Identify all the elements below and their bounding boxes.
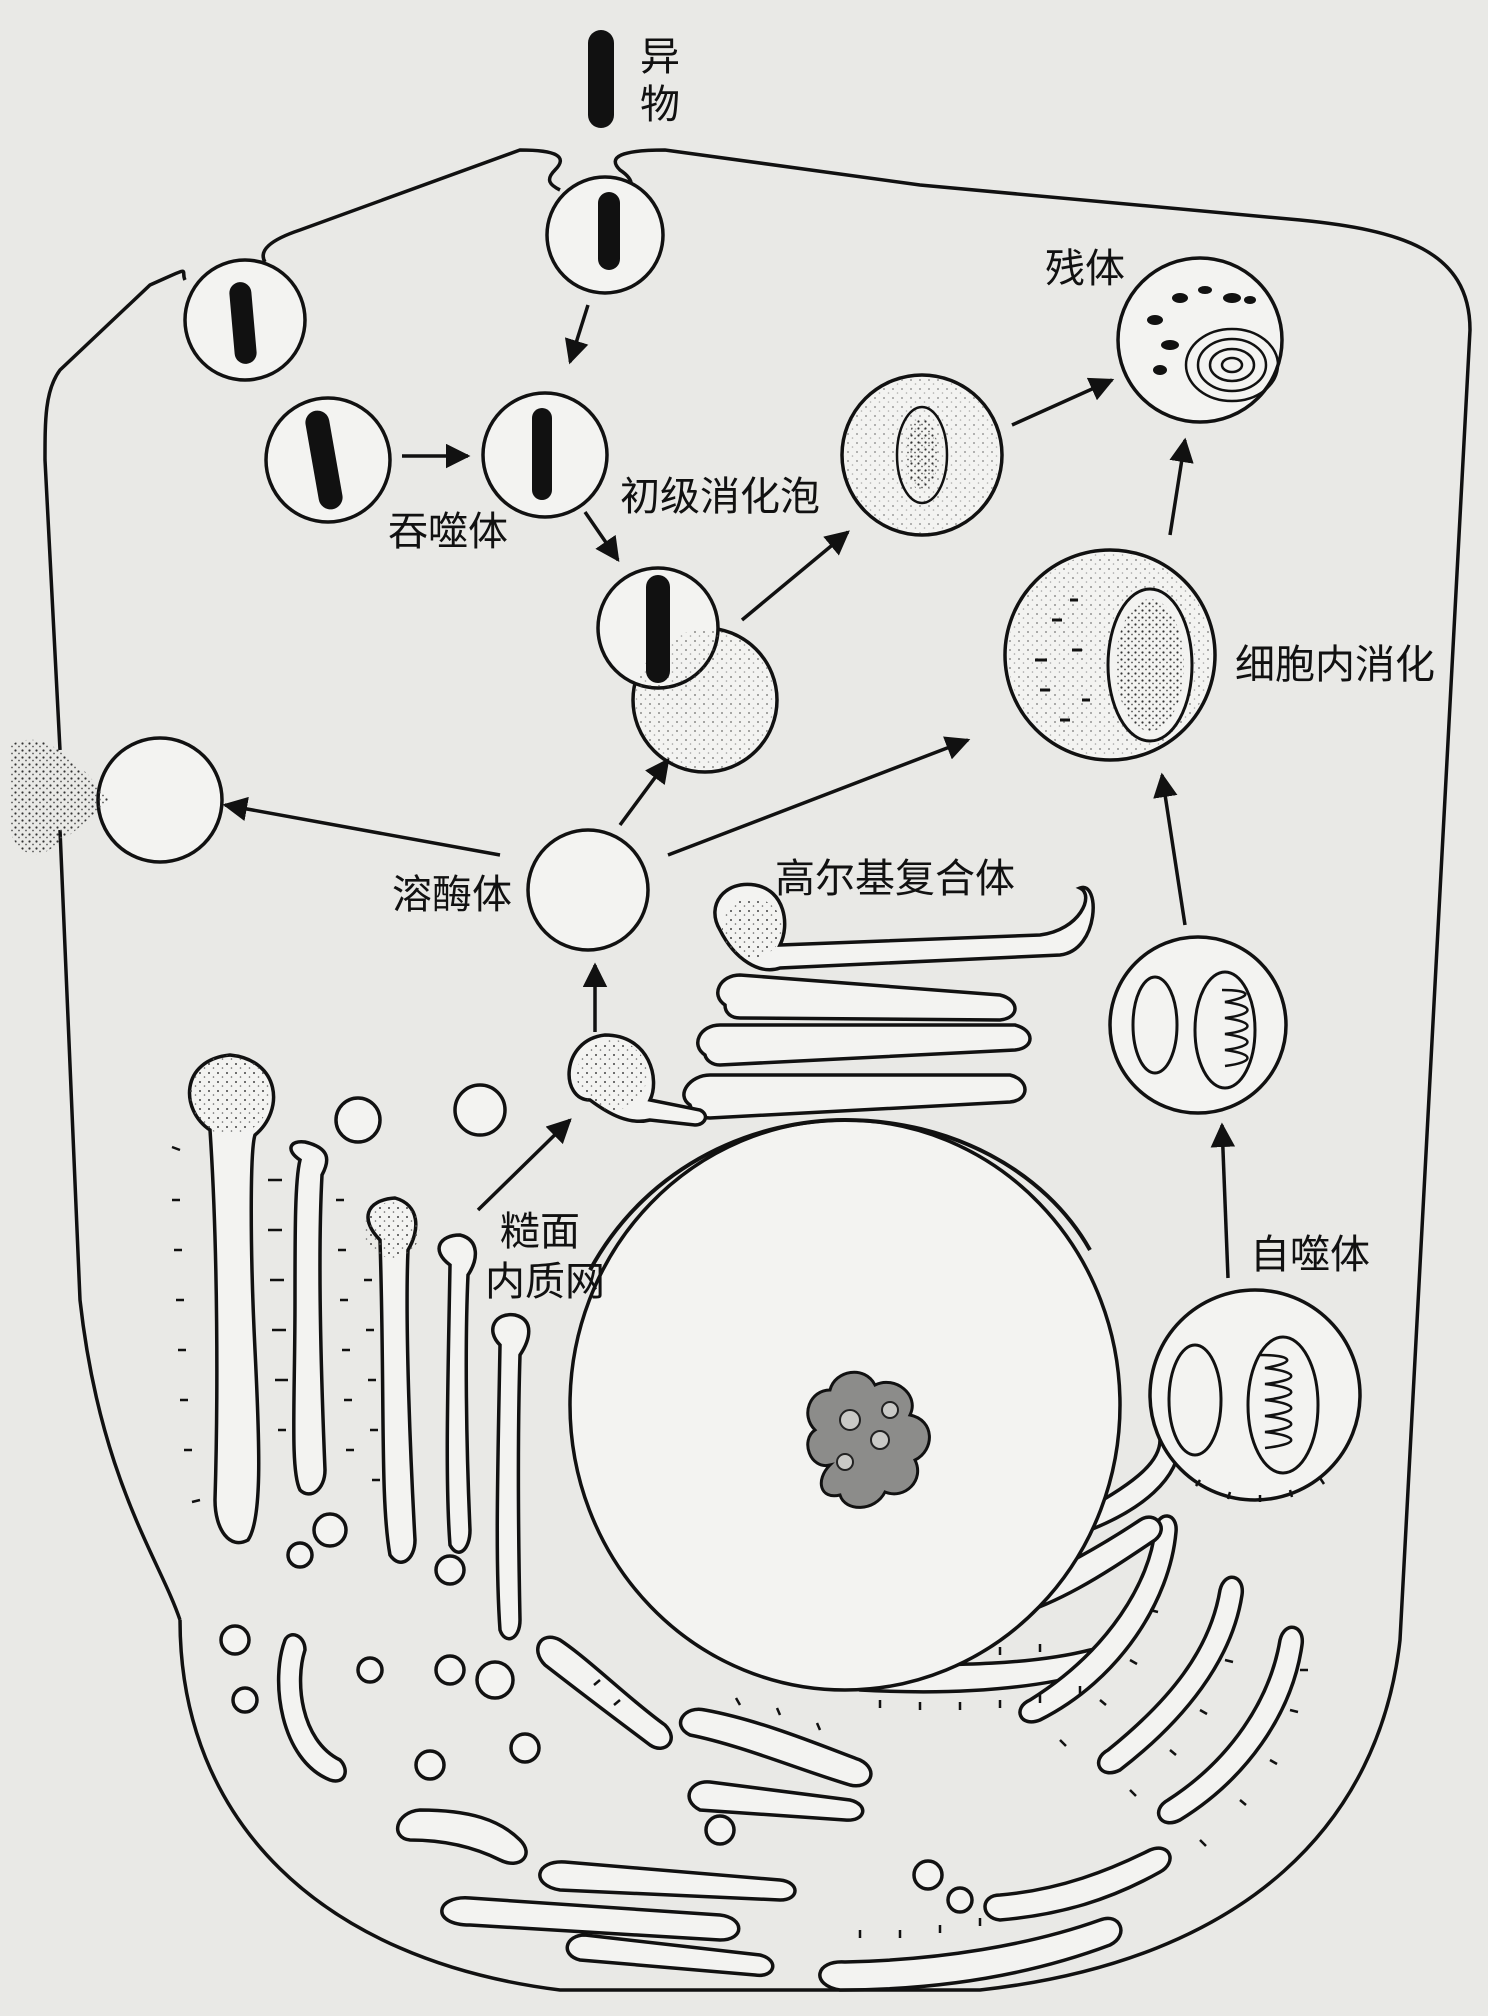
label-lysosome: 溶酶体 [392,872,512,918]
arrow-autophagosome-to-digestion [1153,772,1187,926]
intracellular-digestion-body [1003,548,1217,762]
arrow-to-intracellular-digestion [667,736,971,857]
rough-er-stalks [187,1053,531,1641]
autophagosome-early [1108,935,1288,1115]
arrow-to-primary-vacuole [583,511,620,563]
primary-digestive-vacuole [596,566,779,774]
nucleus [568,1117,1122,1692]
label-phagosome: 吞噬体 [388,509,508,555]
arrow-to-residual-from-digestion [1168,437,1194,536]
arrow-lysosome-to-vacuole [618,758,670,827]
label-autophagosome: 自噬体 [1250,1232,1370,1278]
arrow-autophagosome-up [1210,1122,1236,1279]
exocytosis-vesicle [10,736,224,864]
nucleolus [806,1370,931,1509]
label-rough-er-1: 糙面 [500,1209,580,1255]
label-intracellular-digestion: 细胞内消化 [1235,642,1435,688]
golgi-complex [682,882,1095,1120]
residual-body [1116,256,1284,424]
golgi-vesicle [567,1033,708,1127]
cell-membrane [43,148,1472,1992]
arrow-to-residual-from-vacuole [1011,377,1115,427]
autophagosome-fringe [1194,1477,1326,1502]
lysosome [526,828,650,952]
label-primary-digestive-vacuole: 初级消化泡 [620,474,820,520]
label-foreign-matter-1: 异 [640,34,680,80]
label-rough-er-2: 内质网 [485,1259,605,1305]
autophagosome [1148,1288,1362,1502]
foreign-particle [588,30,614,128]
rough-er-ribosome-fringe [171,1145,380,1504]
label-golgi-complex: 高尔基复合体 [775,856,1015,902]
arrow-lysosome-to-exocytosis [222,796,501,857]
small-vesicles [219,1512,974,1914]
arrow-phagosome-down [564,304,590,365]
arrow-er-to-golgi [476,1118,572,1212]
digesting-vacuole [840,373,1004,537]
label-foreign-matter-2: 物 [640,82,680,128]
label-residual-body: 残体 [1045,246,1125,292]
arrow-to-digesting-vacuole [740,530,850,622]
